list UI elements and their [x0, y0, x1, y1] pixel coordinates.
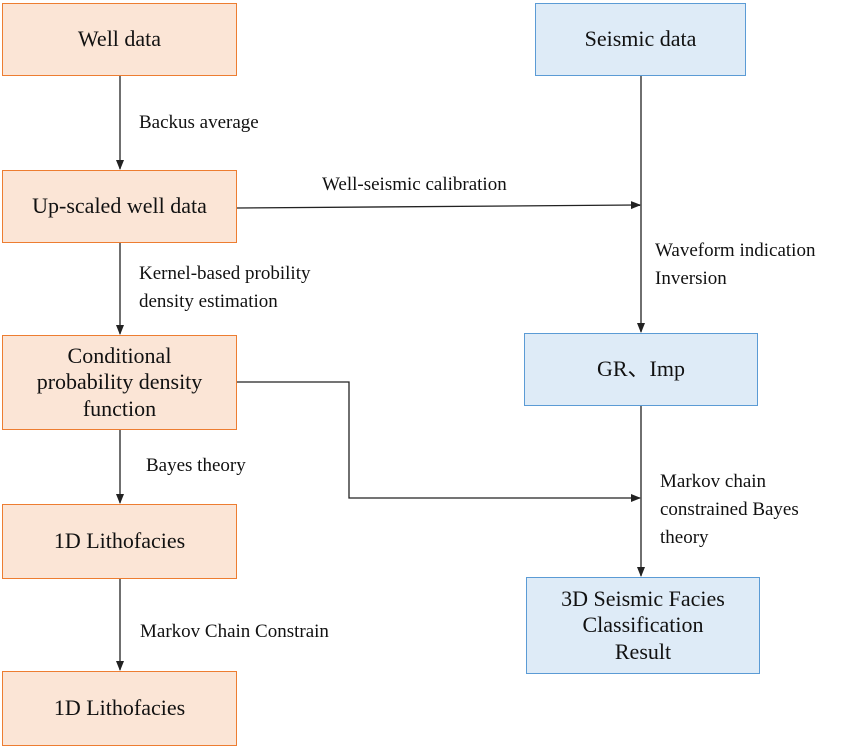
node-lithofacies-1-label: 1D Lithofacies	[53, 528, 186, 554]
edge-label-backus: Backus average	[139, 112, 259, 133]
arrow-conditional-to-markov	[237, 381, 641, 502]
node-well-data-label: Well data	[77, 26, 162, 52]
node-seismic-facies-result: 3D Seismic Facies Classification Result	[526, 577, 760, 674]
edge-label-markov-bayes: Markov chain constrained Bayes theory	[660, 471, 799, 548]
node-seismic-facies-result-line-1: 3D Seismic Facies	[561, 585, 725, 611]
arrow-upscaled-to-seismic-line	[236, 201, 641, 210]
edge-label-bayes: Bayes theory	[146, 455, 246, 476]
edge-label-markov-constrain: Markov Chain Constrain	[140, 621, 329, 642]
node-conditional-pdf: Conditional probability density function	[2, 335, 237, 430]
node-seismic-facies-result-line-3: Result	[614, 638, 672, 664]
node-lithofacies-1: 1D Lithofacies	[2, 504, 237, 579]
node-seismic-data-label: Seismic data	[584, 26, 697, 52]
node-conditional-pdf-line-2: probability density	[36, 369, 203, 395]
node-upscaled-well-data-label: Up-scaled well data	[32, 193, 207, 219]
node-gr-imp-label: GR、Imp	[596, 356, 685, 382]
edge-label-waveform: Waveform indication Inversion	[655, 240, 816, 289]
node-seismic-facies-result-line-2: Classification	[582, 612, 704, 638]
node-upscaled-well-data: Up-scaled well data	[2, 170, 237, 243]
edge-label-kernel: Kernel-based probility density estimatio…	[139, 263, 311, 312]
node-gr-imp: GR、Imp	[524, 333, 758, 406]
node-lithofacies-2-label: 1D Lithofacies	[53, 695, 186, 721]
node-well-data: Well data	[2, 3, 237, 76]
edge-label-well-seismic: Well-seismic calibration	[322, 174, 507, 195]
node-lithofacies-2: 1D Lithofacies	[2, 671, 237, 746]
node-conditional-pdf-line-3: function	[82, 395, 157, 421]
node-seismic-data: Seismic data	[535, 3, 746, 76]
node-conditional-pdf-line-1: Conditional	[67, 342, 172, 368]
